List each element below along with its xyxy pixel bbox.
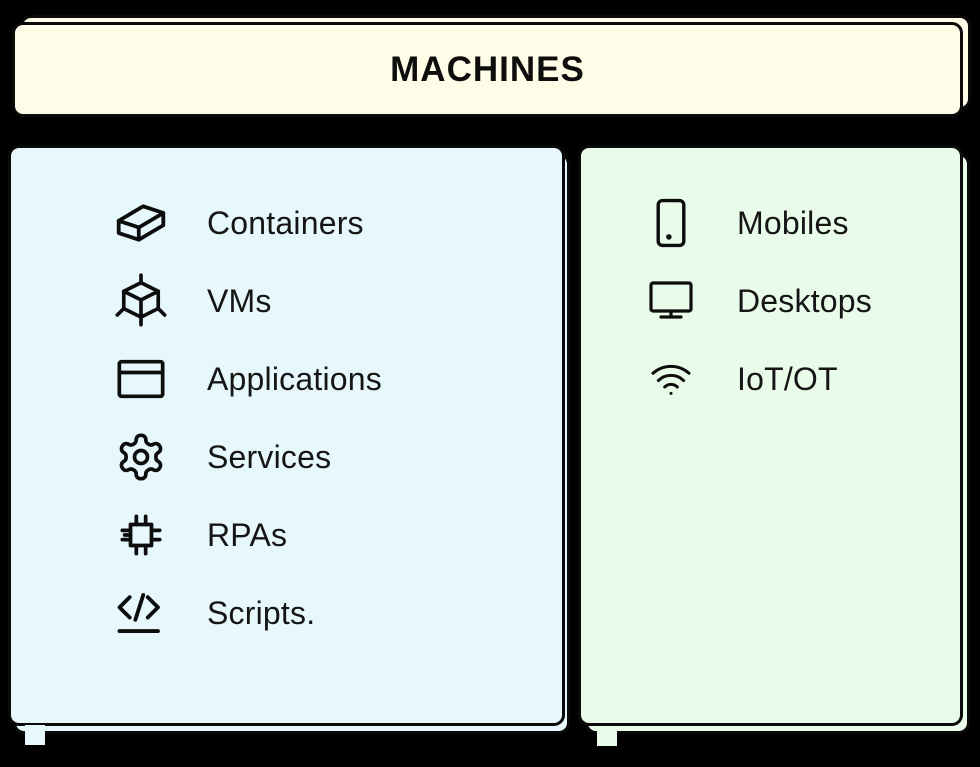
list-item-desktops: Desktops (581, 262, 960, 340)
machines-header-card: MACHINES (12, 22, 963, 117)
list-item-label: Containers (207, 204, 364, 241)
smartphone-icon (640, 197, 702, 249)
code-icon (110, 588, 172, 638)
list-item-iot-ot: IoT/OT (581, 340, 960, 418)
legend-swatch-machines (25, 725, 45, 745)
list-item-vms: VMs (11, 262, 562, 340)
list-item-label: Services (207, 438, 332, 475)
list-item-label: Scripts. (207, 594, 316, 631)
list-item-applications: Applications (11, 340, 562, 418)
machines-panel: Containers VMs Applications (8, 145, 565, 726)
devices-panel: Mobiles Desktops IoT/OT (578, 145, 963, 726)
list-item-label: Desktops (737, 282, 872, 319)
list-item-label: Mobiles (737, 204, 849, 241)
list-item-label: VMs (207, 282, 272, 319)
list-item-mobiles: Mobiles (581, 184, 960, 262)
list-item-label: Applications (207, 360, 382, 397)
legend-swatch-devices (597, 726, 617, 746)
wifi-icon (640, 361, 702, 397)
list-item-label: IoT/OT (737, 360, 838, 397)
list-item-rpas: RPAs (11, 496, 562, 574)
vm-cube-icon (110, 271, 172, 331)
monitor-icon (640, 279, 702, 323)
container-icon (110, 198, 172, 248)
list-item-containers: Containers (11, 184, 562, 262)
chip-icon (110, 507, 172, 563)
gear-icon (110, 431, 172, 483)
list-item-label: RPAs (207, 516, 288, 553)
list-item-scripts: Scripts. (11, 574, 562, 652)
app-window-icon (110, 357, 172, 401)
page-title: MACHINES (390, 49, 585, 89)
list-item-services: Services (11, 418, 562, 496)
